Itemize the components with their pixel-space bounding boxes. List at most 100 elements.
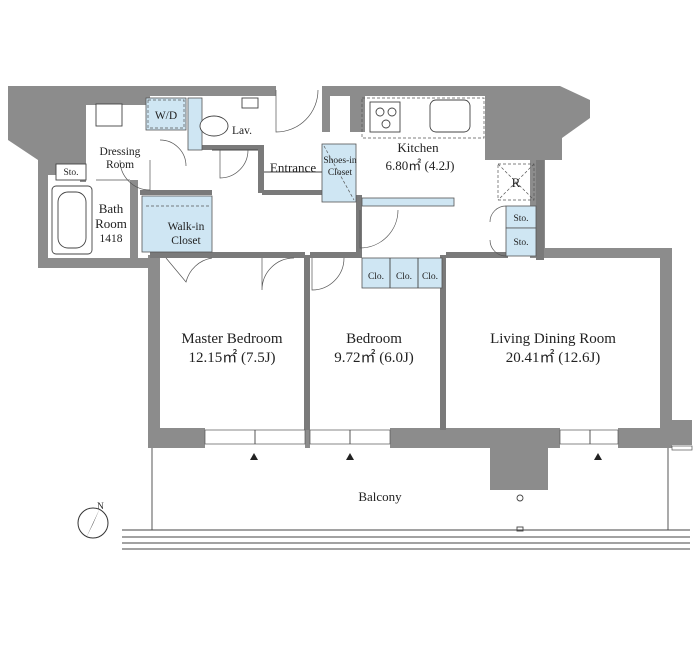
window-living [559, 429, 619, 445]
clo-area [361, 257, 443, 289]
dressing-door-swing [119, 159, 151, 191]
burner-2 [387, 107, 397, 117]
refrigerator-diag-2 [497, 163, 535, 201]
bath-sto-label: Sto. [63, 168, 78, 178]
entrance-door-swing [275, 89, 319, 133]
window-living-right [671, 445, 693, 451]
wall-top-center [322, 86, 350, 132]
walk-in-door-swing [165, 257, 213, 283]
refrigerator-label: R [512, 175, 521, 190]
entrance-label: Entrance [270, 160, 316, 175]
bedroom-door [311, 257, 345, 291]
refrigerator-box [497, 163, 535, 201]
windows [204, 429, 693, 460]
labels: Master Bedroom 12.15㎡ (7.5J) Bedroom 9.7… [63, 110, 616, 504]
wall-bedroom-living-divider [440, 255, 446, 430]
clo-label-1: Clo. [368, 272, 384, 282]
compass: N [77, 502, 109, 539]
compass-needle [86, 508, 100, 538]
bath-room-size: 1418 [100, 233, 123, 245]
dressing-door-2 [159, 139, 187, 167]
toilet-tank [241, 97, 259, 109]
sto-lower-area [505, 227, 537, 257]
wall-bottom-column [390, 428, 560, 490]
walk-in-closet-area [141, 195, 213, 253]
bath-sto-box [55, 163, 87, 181]
walk-in-closet-line2: Closet [171, 235, 201, 247]
clo-label-3: Clo. [422, 272, 438, 282]
balcony-label: Balcony [358, 489, 402, 504]
shoes-closet-diag [323, 145, 355, 201]
shoes-in-closet-line2: Closet [328, 168, 353, 178]
compass-ring [77, 507, 109, 539]
entry-arrow-bedroom [346, 453, 354, 460]
sto-door-1 [489, 205, 507, 223]
bedroom-area: 9.72㎡ (6.0J) [334, 349, 414, 366]
master-bedroom-door [261, 257, 295, 291]
wall-entrance-bottom [262, 190, 322, 195]
compass-label: N [97, 502, 104, 512]
kitchen-counter-outline [361, 97, 485, 139]
entry-arrow-master [250, 453, 258, 460]
walk-in-closet-line1: Walk-in [168, 221, 205, 233]
bath-room-line2: Room [95, 216, 127, 231]
wall-right [660, 248, 672, 430]
balcony [122, 448, 690, 550]
kitchen-counter-strip [361, 197, 455, 207]
bathtub-inner [57, 191, 87, 249]
burner-3 [381, 119, 391, 129]
kitchen-door [359, 209, 399, 249]
entry-arrow-living [594, 453, 602, 460]
dressing-room-line1: Dressing [100, 146, 141, 158]
wall-top-right [485, 86, 660, 258]
doors [96, 89, 507, 291]
kitchen-sink [429, 99, 471, 133]
balcony-outlet [516, 526, 524, 532]
wall-kitchen-living [446, 252, 508, 258]
wall-lav-bottom [200, 145, 262, 150]
wall-dressing-column [80, 96, 86, 182]
wall-sto-right [536, 160, 544, 260]
lav-label: Lav. [232, 125, 252, 137]
wall-entrance-left [258, 145, 264, 193]
wd-area [145, 97, 187, 131]
master-bedroom-area: 12.15㎡ (7.5J) [188, 349, 275, 366]
wall-dressing-bottom [140, 190, 212, 195]
master-bedroom-name: Master Bedroom [181, 331, 283, 347]
closets [55, 97, 537, 289]
living-dining-area: 20.41㎡ (12.6J) [506, 349, 601, 366]
clo-label-2: Clo. [396, 272, 412, 282]
wall-bottom-mid [305, 428, 310, 448]
wall-right-notch [672, 420, 692, 445]
bath-room-line1: Bath [99, 201, 124, 216]
wall-bath-right [130, 180, 138, 260]
fixtures [51, 97, 535, 288]
hall-sto-upper-label: Sto. [513, 214, 528, 224]
balcony-drain [516, 494, 524, 502]
walls [8, 86, 692, 490]
burner-1 [375, 107, 385, 117]
dressing-room-line2: Room [106, 159, 134, 171]
toilet-bowl [199, 115, 229, 137]
dressing-sink-counter [95, 103, 123, 127]
wall-top-left [8, 86, 276, 268]
hall-sto-lower-label: Sto. [513, 238, 528, 248]
living-dining-name: Living Dining Room [490, 331, 616, 347]
wall-hall-bedroom2 [310, 252, 362, 258]
wall-hall-bedrooms [150, 252, 305, 258]
wd-dashed-box [147, 99, 185, 129]
wall-hall-right [356, 195, 362, 255]
kitchen-area: 6.80㎡ (4.2J) [386, 158, 455, 173]
shoes-in-closet-line1: Shoes-in [323, 156, 357, 166]
stove [369, 101, 401, 133]
wall-bottom [148, 428, 205, 448]
wd-label: W/D [155, 110, 177, 122]
kitchen-name: Kitchen [397, 140, 439, 155]
wall-master-bedroom-divider [304, 255, 310, 430]
wall-bottom-right [618, 428, 672, 448]
wall-left-bedroom [148, 255, 160, 430]
bedroom-name: Bedroom [346, 331, 402, 347]
sto-door-2 [489, 239, 507, 257]
lav-door-swing [219, 149, 249, 179]
